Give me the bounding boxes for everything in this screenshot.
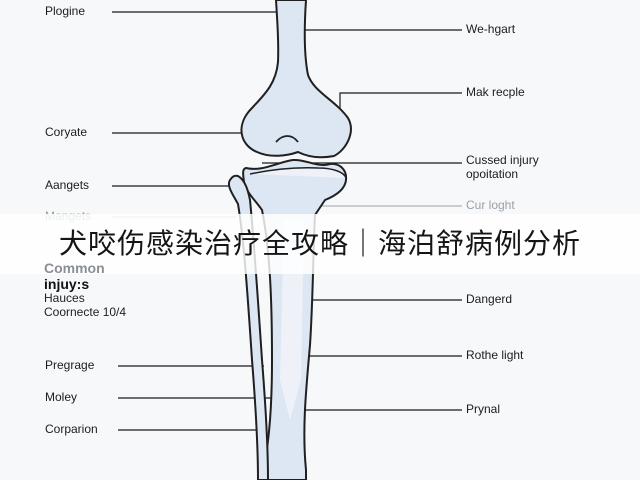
leader-lines [112,11,462,431]
label-pregrage: Pregrage [45,358,95,372]
headline-banner [0,214,640,274]
label-aangets: Aangets [45,178,90,192]
common-line-coornecte: Coornecte 10/4 [44,304,127,319]
common-heading: Common [44,260,105,276]
label-corparion: Corparion [45,422,98,436]
label-rothe-light: Rothe light [466,348,524,362]
label-we-hgart: We-hgart [466,22,516,36]
label-coryate: Coryate [45,125,88,139]
label-cur-loght: Cur loght [466,198,515,212]
label-dangerd: Dangerd [466,292,513,306]
patella-notch [275,135,299,143]
label-cussed-injury-line-1: Cussed injury [466,153,539,167]
leader-line-mak-recple [339,92,462,122]
label-plogine: Plogine [45,4,86,18]
common-subheading: injuy:s [44,276,90,293]
common-injuries-block: Common injuy:s Hauces Coornecte 10/4 [44,260,126,320]
label-moley: Moley [45,390,78,404]
common-line-hauces: Hauces [44,291,85,306]
femur-bone [240,0,352,159]
label-cussed-injury-line-2: opoitation [466,167,519,181]
meniscus [249,167,347,179]
label-mak-recple: Mak recple [466,85,525,99]
label-prynal: Prynal [466,402,501,416]
headline-title: 犬咬伤感染治疗全攻略｜海泊舒病例分析 [58,227,581,260]
